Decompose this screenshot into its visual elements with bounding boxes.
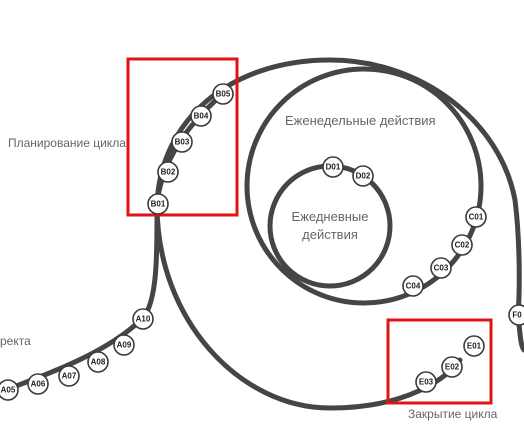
daily-ring xyxy=(267,163,393,289)
weekly-ring xyxy=(244,66,484,306)
node-d01: D01 xyxy=(322,156,344,178)
node-c03: C03 xyxy=(430,257,452,279)
b-track xyxy=(154,91,226,208)
svg-text:A10: A10 xyxy=(136,315,151,324)
svg-text:A09: A09 xyxy=(117,341,132,350)
weekly-label: Еженедельные действия xyxy=(285,113,436,128)
closing-label: Закрытие цикла xyxy=(408,407,498,421)
svg-text:A06: A06 xyxy=(31,380,46,389)
svg-text:A05: A05 xyxy=(1,386,16,395)
svg-text:E03: E03 xyxy=(419,378,434,387)
svg-text:F0: F0 xyxy=(512,311,522,320)
node-a06: A06 xyxy=(27,373,49,395)
svg-text:D02: D02 xyxy=(356,172,371,181)
svg-text:C04: C04 xyxy=(406,282,421,291)
svg-text:E01: E01 xyxy=(467,342,482,351)
svg-text:A08: A08 xyxy=(91,358,106,367)
svg-text:C02: C02 xyxy=(455,241,470,250)
node-a07: A07 xyxy=(58,365,80,387)
node-c04: C04 xyxy=(402,275,424,297)
node-d02: D02 xyxy=(352,165,374,187)
node-c01: C01 xyxy=(465,206,487,228)
svg-text:B02: B02 xyxy=(161,168,176,177)
svg-text:C03: C03 xyxy=(434,264,449,273)
node-a08: A08 xyxy=(87,351,109,373)
node-b03: B03 xyxy=(171,131,193,153)
node-e02: E02 xyxy=(441,356,463,378)
node-a10: A10 xyxy=(132,308,154,330)
svg-text:B01: B01 xyxy=(151,200,166,209)
project-track xyxy=(0,202,160,395)
svg-text:B03: B03 xyxy=(175,138,190,147)
outer-cycle-ring xyxy=(154,57,522,318)
node-b04: B04 xyxy=(190,105,212,127)
daily-label-line1: Ежедневные xyxy=(292,209,369,224)
svg-text:B04: B04 xyxy=(194,112,209,121)
closing-highlight-box xyxy=(386,318,493,405)
svg-text:C01: C01 xyxy=(469,213,484,222)
project-label: ректа xyxy=(0,334,31,348)
daily-label-line2: действия xyxy=(302,227,358,242)
node-b01: B01 xyxy=(147,193,169,215)
node-c02: C02 xyxy=(451,234,473,256)
planning-highlight-box xyxy=(126,57,239,217)
node-e03: E03 xyxy=(415,371,437,393)
node-a05: A05 xyxy=(0,379,19,401)
node-e01: E01 xyxy=(463,335,485,357)
planning-label: Планирование цикла xyxy=(8,136,126,150)
svg-text:E02: E02 xyxy=(445,363,460,372)
svg-text:B05: B05 xyxy=(216,90,231,99)
node-f0: F0 xyxy=(508,304,524,326)
svg-text:D01: D01 xyxy=(326,163,341,172)
node-b05: B05 xyxy=(212,83,234,105)
node-b02: B02 xyxy=(157,161,179,183)
svg-text:A07: A07 xyxy=(62,372,77,381)
node-a09: A09 xyxy=(113,334,135,356)
